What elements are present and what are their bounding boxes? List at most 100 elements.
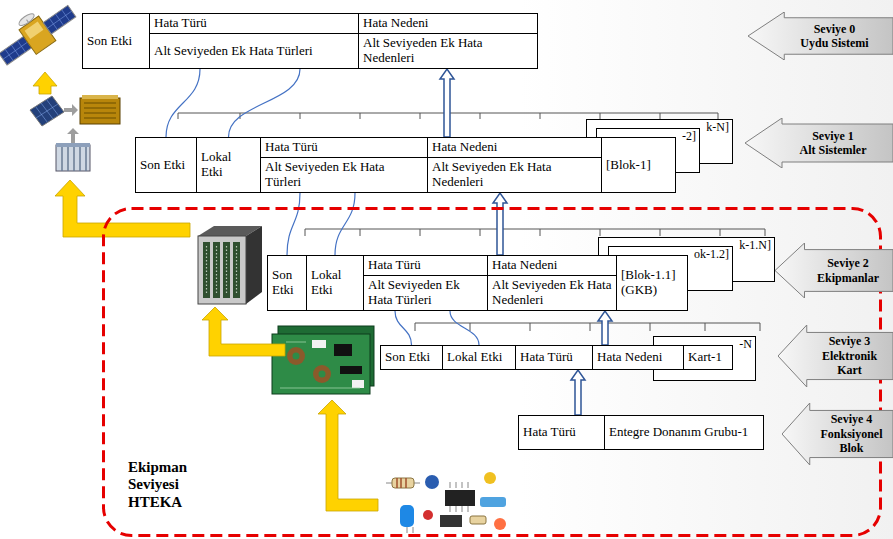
table-cell: Hata Türü: [515, 345, 593, 370]
yellow-arrow: [318, 400, 378, 511]
table-cell: Hata Türü: [260, 137, 428, 158]
level-name: Uydu Sistemi: [800, 36, 868, 50]
table-cell: Son Etki: [380, 345, 443, 370]
block-arrow: [440, 69, 454, 137]
level-number: Seviye 3: [829, 334, 871, 348]
feed-curve: [335, 193, 355, 255]
yellow-arrow: [33, 72, 57, 94]
cell-text: Alt Seviyeden Ek Hata Nedenleri: [492, 278, 612, 308]
table-cell: Alt Seviyeden Ek Hata Türleri: [260, 157, 428, 193]
cell-text: Kart-1: [688, 350, 722, 365]
table-cell: Hata Nedeni: [427, 137, 602, 158]
level-arrow-label: Seviye 1Alt Sistemler: [745, 118, 893, 168]
feed-curve: [395, 311, 412, 345]
level-number: Seviye 2: [827, 256, 869, 270]
circuit-board-picture: [313, 365, 331, 383]
satellite-picture: [17, 12, 36, 28]
level-arrow-outline: [775, 243, 893, 298]
components-picture: [386, 482, 468, 533]
circuit-board-picture: [272, 326, 374, 394]
cell-text: Lokal Etki: [311, 268, 359, 298]
solar-panel-picture: [36, 100, 59, 123]
circuit-board-picture: [293, 353, 300, 360]
electronics-box-picture: [80, 98, 120, 124]
small-arrow: [67, 128, 79, 143]
cell-text: Hata Türü: [368, 258, 421, 273]
components-picture: [470, 516, 486, 524]
cell-text: Hata Nedeni: [432, 140, 497, 155]
level-name: Ekipmanlar: [817, 271, 879, 285]
cell-text: Alt Seviyeden Ek Hata Nedenleri: [432, 160, 597, 190]
circuit-board-picture: [287, 347, 305, 365]
table-cell: Hata Nedeni: [592, 345, 684, 370]
components-picture: [484, 472, 496, 484]
cell-text: Entegre Donanım Grubu-1: [609, 425, 748, 440]
table-cell: Lokal Etki: [196, 137, 261, 193]
cell-text: Son Etki: [385, 350, 430, 365]
cell-text: Son Etki: [87, 34, 132, 49]
equipment-box-picture: [207, 246, 237, 294]
level-name: Elektronik Kart: [810, 349, 889, 378]
satellite-picture: [43, 5, 76, 34]
cell-text: Hata Türü: [520, 350, 573, 365]
level-arrow-outline: [778, 325, 893, 387]
electronics-box-picture: [80, 95, 120, 124]
cell-text: Son Etki: [272, 268, 302, 298]
cell-text: Alt Seviyeden Ek Hata Türleri: [154, 44, 313, 59]
circuit-board-picture: [272, 334, 370, 394]
circuit-board-picture: [340, 366, 362, 374]
cell-text: Lokal Etki: [447, 350, 502, 365]
table-cell: Son Etki: [267, 255, 307, 311]
small-arrow: [64, 104, 78, 116]
table-cell: [Blok-1.1] (GKB): [616, 255, 688, 311]
table-cell: Hata Nedeni: [487, 255, 617, 276]
level-arrow-outline: [745, 118, 893, 168]
level-name: Fonksiyonel Blok: [814, 427, 889, 456]
cell-text: Alt Seviyeden Ek Hata Türleri: [368, 278, 483, 308]
tab-text: -N: [739, 338, 752, 352]
battery-picture: [62, 145, 86, 171]
table-cell: Alt Seviyeden Ek Hata Nedenleri: [358, 33, 538, 69]
components-picture: [425, 475, 439, 489]
circuit-board-picture: [334, 344, 352, 356]
feed-curve: [450, 311, 479, 345]
battery-picture: [56, 143, 90, 171]
cell-text: Hata Nedeni: [492, 258, 557, 273]
components-picture: [423, 510, 433, 520]
table-cell: Hata Türü: [518, 415, 605, 450]
dashed-region: Ekipman Seviyesi HTEKAk-1.N]ok-1.2]Son E…: [102, 207, 882, 537]
components-picture: [392, 478, 414, 488]
table-cell: Hata Türü: [149, 13, 359, 34]
circuit-board-picture: [319, 371, 326, 378]
battery-picture: [56, 145, 90, 171]
level-number: Seviye 0: [814, 22, 856, 36]
region-label-box: Ekipman Seviyesi HTEKA: [128, 459, 198, 511]
table-cell: Lokal Etki: [442, 345, 516, 370]
level-arrow-label: Seviye 4Fonksiyonel Blok: [782, 403, 893, 465]
electronics-box-picture: [82, 95, 118, 99]
tab-text: k-N]: [706, 121, 729, 135]
satellite-picture: [27, 20, 29, 23]
components-picture: [386, 472, 506, 533]
components-picture: [480, 497, 506, 507]
cell-text: Hata Türü: [154, 16, 207, 31]
level-number: Seviye 4: [831, 412, 873, 426]
table-cell: Kart-1: [683, 345, 733, 370]
cell-text: Son Etki: [140, 158, 185, 173]
block-arrow: [598, 311, 612, 345]
dashed-region-border: [104, 209, 881, 536]
cell-text: Hata Türü: [265, 140, 318, 155]
region-label: Ekipman Seviyesi HTEKA: [128, 459, 187, 510]
tab-text: ok-1.2]: [694, 248, 729, 262]
table-cell: Hata Türü: [363, 255, 488, 276]
solar-panel-picture: [30, 96, 64, 126]
components-picture: [440, 515, 462, 527]
block-arrow: [571, 370, 585, 415]
block-arrow: [493, 193, 507, 255]
satellite-picture: [0, 0, 80, 72]
cell-text: Alt Seviyeden Ek Hata Türleri: [265, 160, 423, 190]
table-cell: Entegre Donanım Grubu-1: [604, 415, 764, 450]
level-arrow-label: Seviye 3Elektronik Kart: [778, 325, 893, 387]
table-cell: Son Etki: [82, 13, 150, 69]
cell-text: Lokal Etki: [201, 150, 256, 180]
